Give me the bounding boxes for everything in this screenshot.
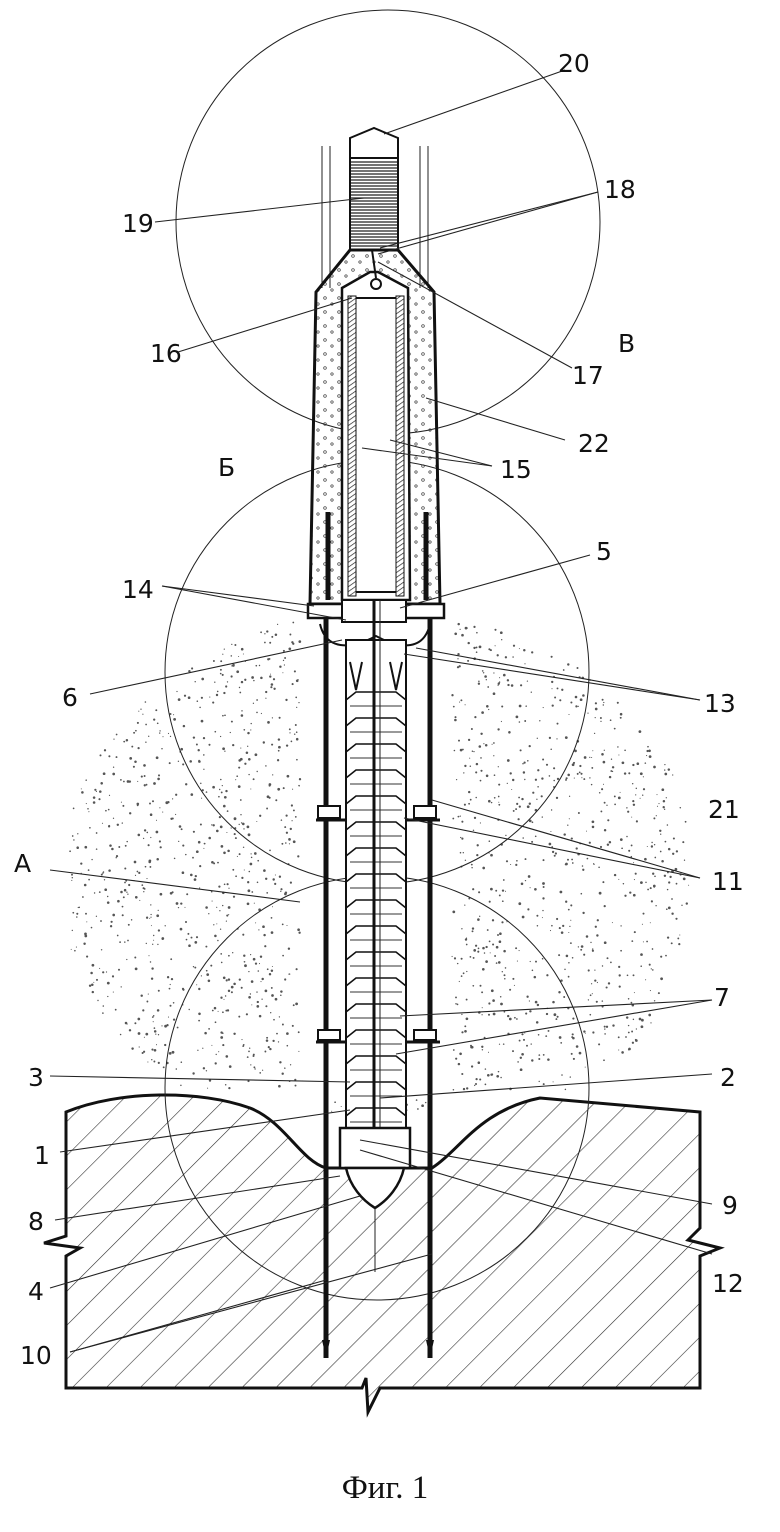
zone-label-a: А — [14, 849, 31, 878]
ref-12: 12 — [712, 1269, 744, 1298]
ref-1: 1 — [34, 1141, 50, 1170]
ref-15: 15 — [500, 455, 532, 484]
top-tip — [350, 128, 398, 158]
ref-22: 22 — [578, 429, 610, 458]
figure-caption: Фиг. 1 — [342, 1470, 429, 1506]
ref-3: 3 — [28, 1063, 44, 1092]
ref-21: 21 — [708, 795, 740, 824]
ref-17: 17 — [572, 361, 604, 390]
ref-20: 20 — [558, 49, 590, 78]
ref-5: 5 — [596, 537, 612, 566]
ref-10: 10 — [20, 1341, 52, 1370]
ref-14: 14 — [122, 575, 154, 604]
ref-13: 13 — [704, 689, 736, 718]
ref-4: 4 — [28, 1277, 44, 1306]
zone-label-v: В — [618, 329, 635, 358]
ref-6: 6 — [62, 683, 78, 712]
ref-8: 8 — [28, 1207, 44, 1236]
ref-18: 18 — [604, 175, 636, 204]
ref-2: 2 — [720, 1063, 736, 1092]
ref-11: 11 — [712, 867, 744, 896]
zone-label-b: Б — [218, 453, 235, 482]
ref-19: 19 — [122, 209, 154, 238]
ref-7: 7 — [714, 983, 730, 1012]
flange-plate-right — [404, 604, 444, 618]
ref-9: 9 — [722, 1191, 738, 1220]
ref-16: 16 — [150, 339, 182, 368]
